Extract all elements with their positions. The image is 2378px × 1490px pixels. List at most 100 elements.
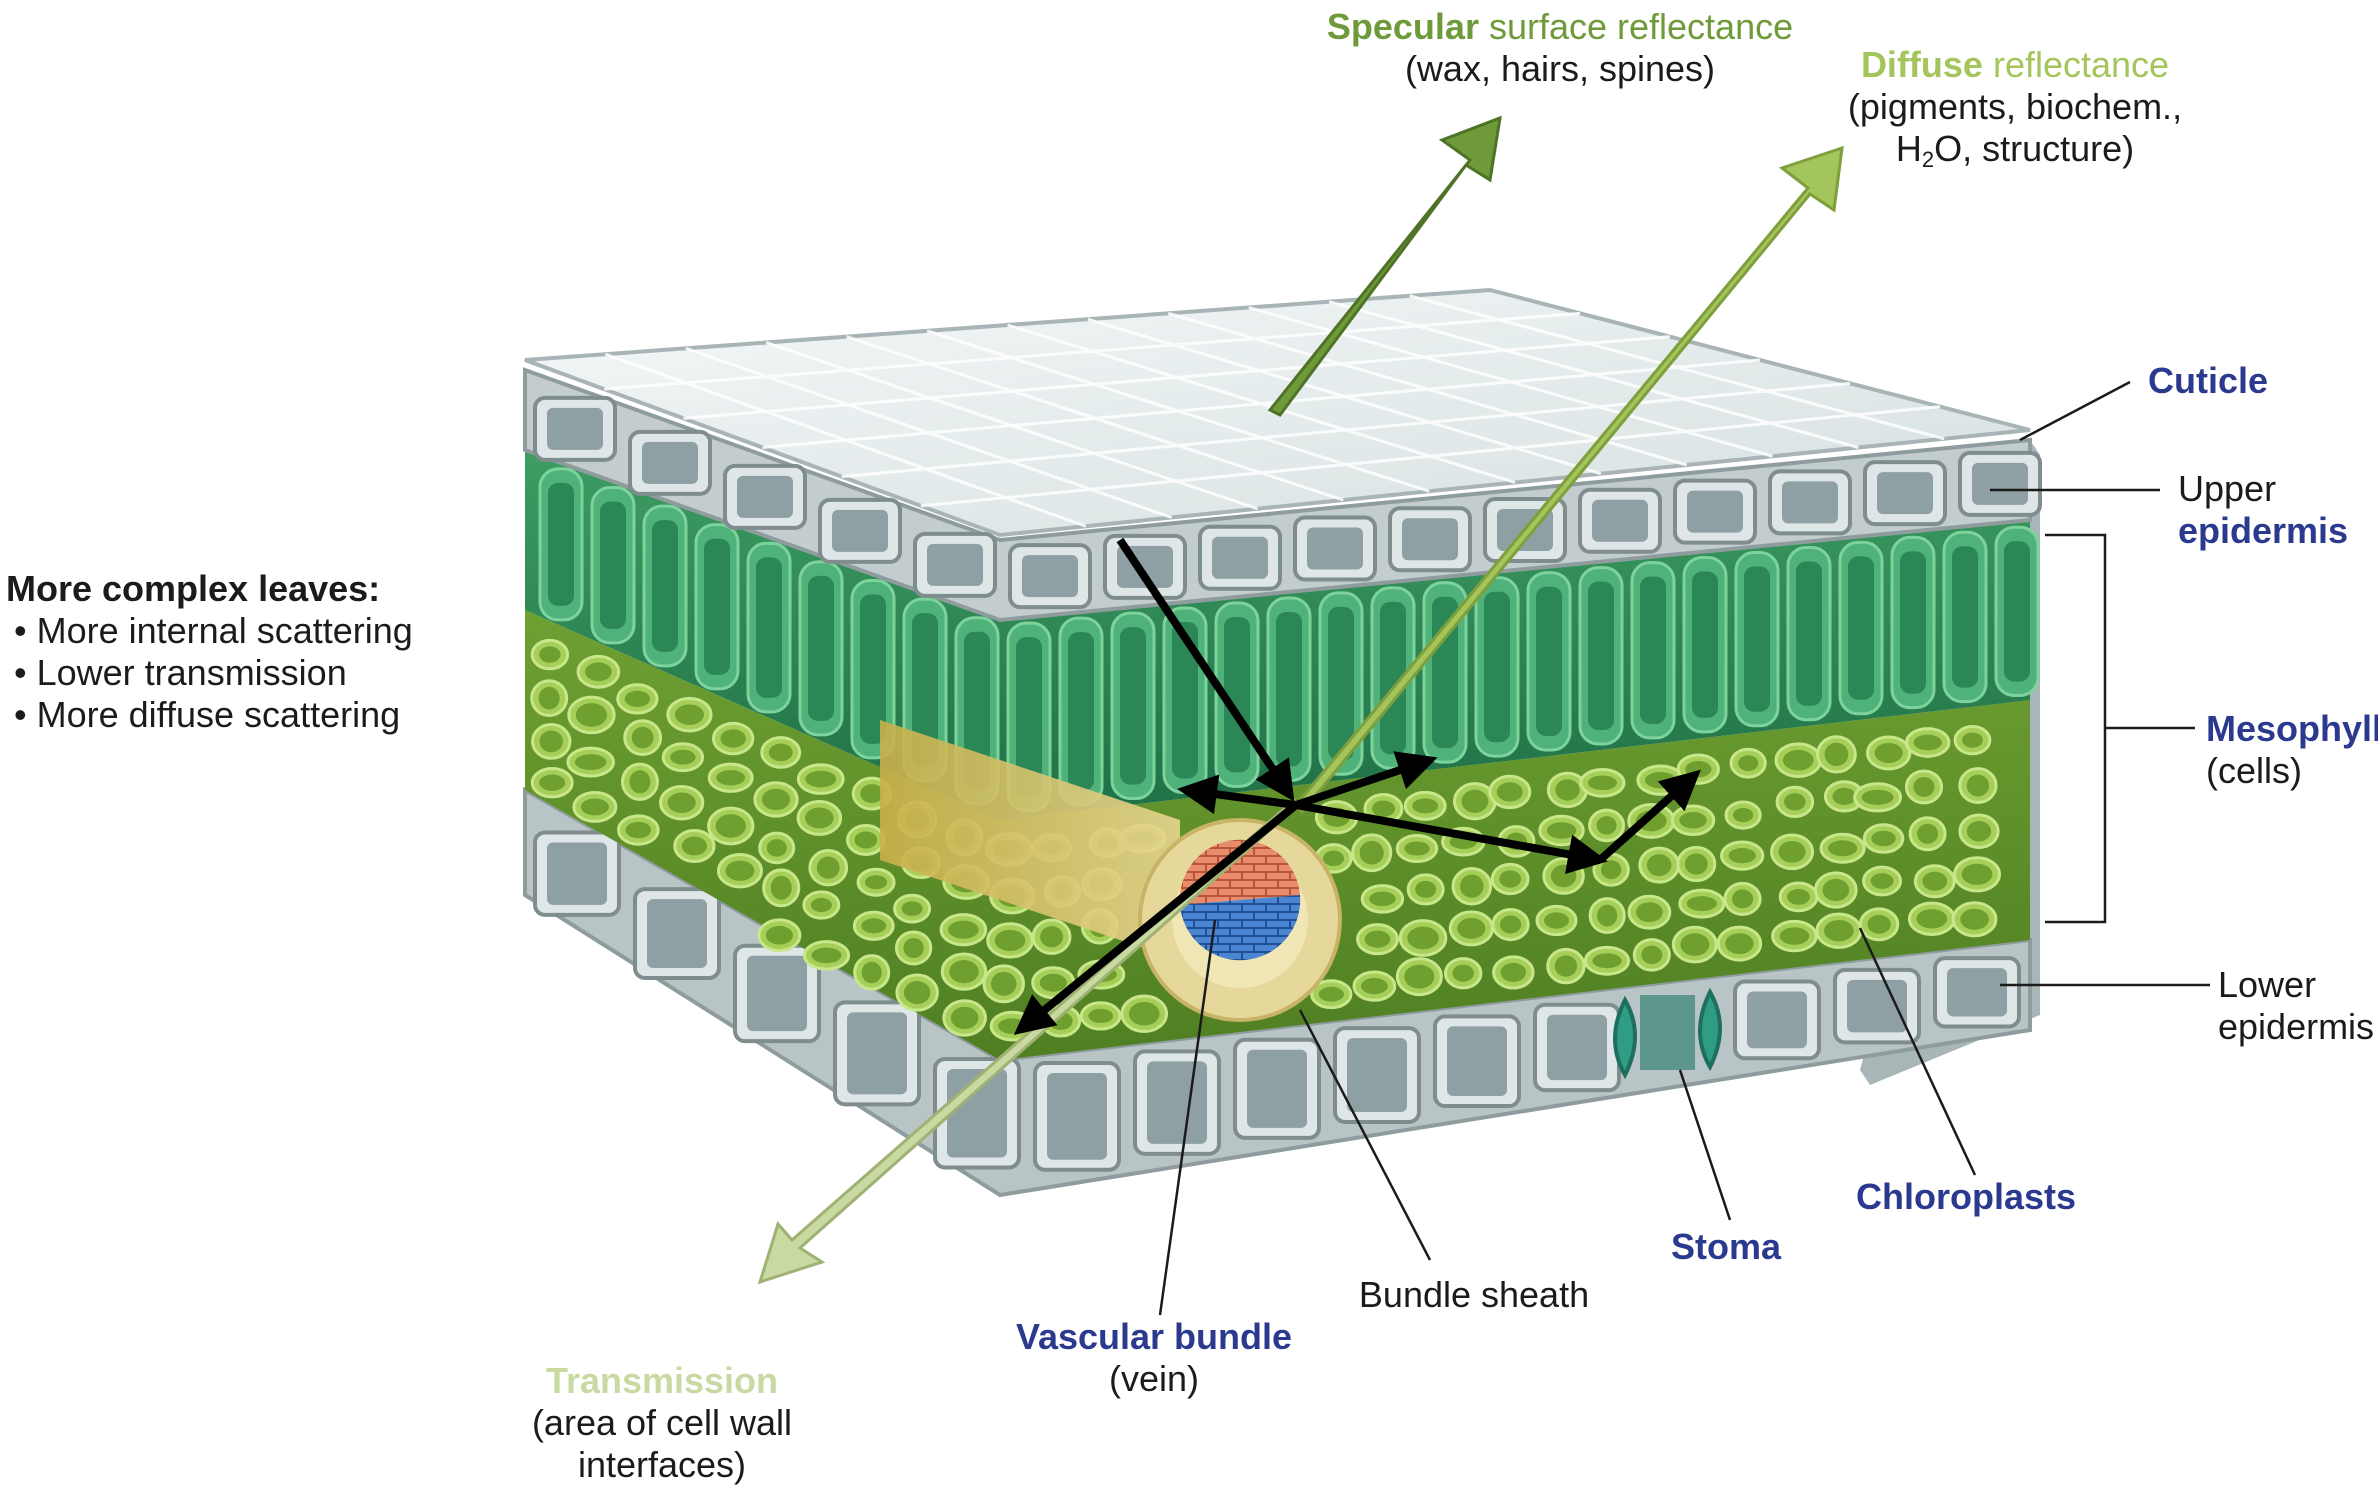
upper-epidermis-cell-lumen [1972,462,2028,505]
transmission-label: Transmission (area of cell wall interfac… [532,1360,792,1486]
spongy-cell-vacuole [538,686,560,710]
spongy-cell-vacuole [1415,880,1437,898]
spongy-cell-vacuole [670,749,696,765]
spongy-cell-vacuole [811,947,842,964]
spongy-cell-vacuole [539,730,563,753]
grid-line [762,358,1761,449]
spongy-cell-vacuole [1587,775,1617,791]
spongy-cell-vacuole [715,814,746,838]
mesophyll-bracket [2045,533,2107,924]
upper-epidermis-cell-lumen [737,475,793,518]
spongy-cell-vacuole [629,770,651,794]
upper-epidermis-line1: Upper [2178,468,2277,509]
spongy-cell-vacuole [1457,917,1486,939]
spongy-cell-vacuole [1922,871,1948,891]
mesophyll-line2: (cells) [2206,750,2302,791]
spongy-cell-vacuole [1646,854,1672,877]
spongy-cell-vacuole [1128,1002,1160,1026]
lower-epidermis-cell-lumen [847,1012,907,1095]
palisade-cell-vacuole [756,557,782,698]
diffuse-label: Diffuse reflectance (pigments, biochem.,… [1848,44,2182,181]
spongy-cell-vacuole [765,925,793,945]
spongy-cell-vacuole [1461,789,1489,813]
palisade-cell-vacuole [1380,601,1406,755]
spongy-cell-vacuole [1499,915,1522,934]
spongy-cell-vacuole [1364,930,1391,948]
lower-epidermis-cell-lumen [1447,1026,1507,1097]
upper-epidermis-cell-lumen [1307,527,1363,570]
palisade-cell-vacuole [600,501,626,629]
spongy-cell-vacuole [861,918,887,934]
palisade-cell-vacuole [1536,586,1562,737]
spongy-cell-vacuole [1360,978,1388,995]
diffuse-arrow [1294,145,1844,815]
transmission-detail-2: interfaces) [577,1444,747,1485]
spongy-cell-vacuole [1961,863,1993,885]
palisade-cell-vacuole [1848,556,1874,700]
diffuse-detail-2-sub: 2 [1921,147,1935,172]
spongy-cell-vacuole [1359,840,1384,865]
spongy-cell-vacuole [860,784,884,803]
mesophyll-label: Mesophyll (cells) [2206,708,2378,792]
spongy-cell-vacuole [1824,919,1854,942]
spongy-cell-vacuole [1779,927,1810,945]
stoma-pore [1640,995,1695,1070]
lower-epidermis-line1: Lower [2218,964,2317,1005]
spongy-cell-vacuole [574,754,607,771]
spongy-cell-vacuole [1680,933,1710,956]
complex-item-2: • Lower transmission [14,652,347,693]
spongy-cell-vacuole [1966,774,1990,797]
spongy-cell-vacuole [624,690,651,708]
palisade-cell-vacuole [1328,606,1354,761]
spongy-cell-vacuole [1784,793,1806,811]
palisade-cell-vacuole [1744,566,1770,712]
palisade-cell-vacuole [1172,622,1198,779]
spongy-cell-vacuole [1499,870,1522,888]
palisade-cell-vacuole [1068,632,1094,791]
upper-epidermis-cell-lumen [642,441,698,484]
leader-chloroplasts [1858,927,1977,1176]
spongy-cell-vacuole [1592,953,1622,969]
vascular-bundle-line2: (vein) [1108,1358,1200,1399]
spongy-cell-vacuole [761,788,791,811]
complex-leaves-note: More complex leaves: • More internal sca… [6,568,413,736]
palisade-cell-vacuole [652,520,678,652]
lower-epidermis-cell-lumen [1747,991,1807,1049]
upper-epidermis-cell-lumen [1782,481,1838,524]
specular-label: Specular surface reflectance (wax, hairs… [1327,6,1793,90]
spongy-cell-vacuole [766,839,787,857]
spongy-cell-vacuole [903,938,924,959]
spongy-cell-vacuole [1725,933,1754,955]
spongy-cell-vacuole [1452,964,1474,982]
palisade-cell-vacuole [1276,611,1302,767]
spongy-cell-vacuole [1460,874,1484,898]
spongy-cell-vacuole [1686,896,1717,912]
spongy-cell-vacuole [861,961,882,984]
palisade-cell-vacuole [704,538,730,675]
spongy-cell-vacuole [1554,955,1578,977]
complex-heading: More complex leaves: [6,568,381,609]
spongy-cell-vacuole [770,875,792,900]
upper-epidermis-cell-lumen [1877,472,1933,515]
spongy-cell-vacuole [585,662,612,682]
lower-epidermis-line2: epidermis [2218,1006,2375,1047]
spongy-cell-vacuole [1597,904,1618,927]
palisade-cell-vacuole [1016,637,1042,797]
diffuse-detail-1: (pigments, biochem., [1847,86,2183,127]
spongy-cell-vacuole [1861,789,1894,805]
grid-line [920,405,1941,508]
lower-epidermis-label: Lower epidermis [2218,964,2374,1048]
upper-epidermis-cell-lumen [1687,490,1743,533]
spongy-cell-vacuole [1404,841,1430,856]
palisade-cell-vacuole [1120,627,1146,785]
lower-epidermis-cell-lumen [1347,1038,1407,1112]
transmission-detail-1: (area of cell wall [531,1402,793,1443]
spongy-cell-vacuole [667,792,696,813]
specular-title-bold: Specular [1326,6,1479,47]
spongy-cell-vacuole [1318,986,1344,1002]
palisade-cell-vacuole [860,594,886,744]
leader-cuticle [2019,380,2131,442]
spongy-cell-vacuole [810,897,832,913]
palisade-cell-vacuole [808,575,834,721]
spongy-cell-vacuole [1546,822,1577,839]
